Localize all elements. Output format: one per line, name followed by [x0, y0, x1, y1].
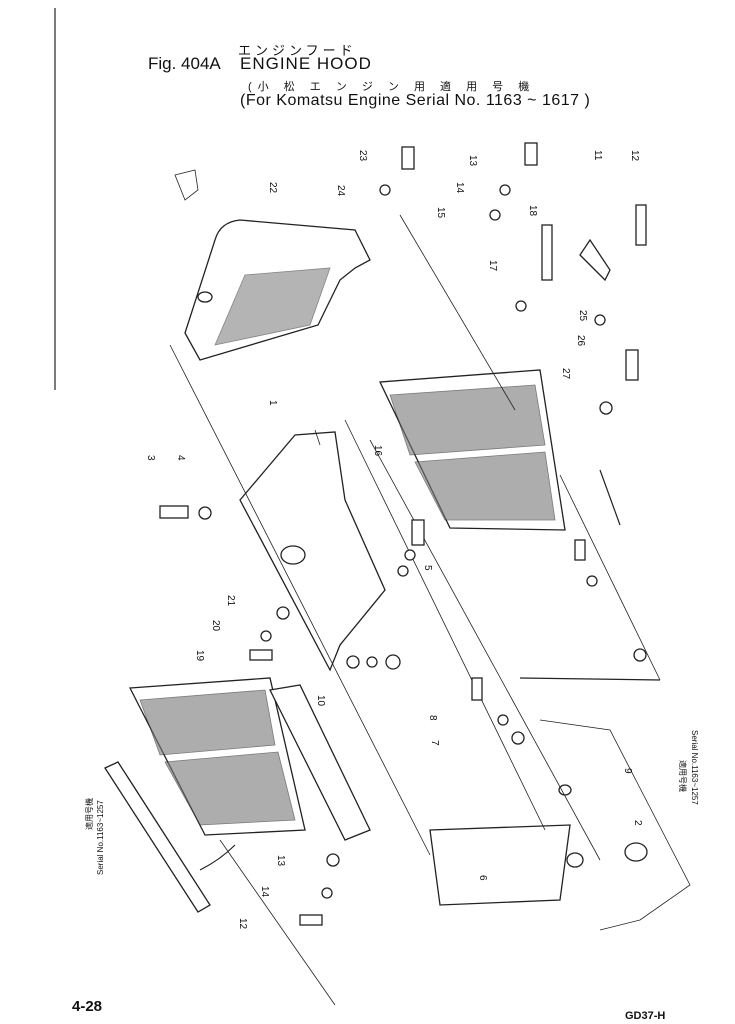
part-label: 20: [210, 620, 221, 632]
left-side-strip: [104, 761, 211, 913]
figure-subtitle: (For Komatsu Engine Serial No. 1163 ~ 16…: [240, 92, 591, 109]
figure-title: ENGINE HOOD: [240, 54, 372, 73]
right-serial-note: Serial No.1163~1257: [690, 730, 699, 805]
part-label: 14: [454, 182, 465, 194]
model-code: GD37-H: [625, 1010, 666, 1022]
part-labels: 23 24 22 13 14 15 18 17 11 12 25 26 27 1…: [145, 150, 643, 930]
part-label: 12: [629, 150, 640, 162]
chassis-outline: [169, 214, 661, 1006]
lower-side-panel: [429, 469, 661, 906]
hardware: [159, 142, 647, 926]
bottom-right-panel: [539, 719, 691, 931]
part-label: 3: [145, 455, 156, 461]
part-label: 7: [429, 740, 440, 746]
left-serial-note: Serial No.1163~1257: [96, 800, 105, 875]
part-label: 13: [275, 855, 286, 867]
part-label: 21: [225, 595, 236, 607]
part-label: 2: [632, 820, 643, 826]
figure-title-japanese: エンジンフード: [238, 43, 357, 58]
applicability-notes: Serial No.1163~1257 適用号機 Serial No.1163~…: [84, 730, 699, 875]
part-label: 26: [575, 335, 586, 347]
figure-subtitle-japanese: (小 松 エ ン ジ ン 用 適 用 号 機: [248, 81, 536, 93]
part-label: 5: [422, 565, 433, 571]
right-serial-note-jp: 適用号機: [678, 760, 688, 792]
main-hood-panel: [239, 429, 386, 672]
part-label: 9: [622, 768, 633, 774]
top-cowl: [174, 169, 371, 361]
part-label: 11: [592, 150, 603, 161]
part-label: 6: [477, 875, 488, 881]
part-label: 16: [372, 445, 383, 457]
part-label: 25: [577, 310, 588, 322]
part-label: 17: [487, 260, 498, 272]
part-label: 13: [467, 155, 478, 167]
part-label: 8: [427, 715, 438, 721]
part-label: 15: [435, 207, 446, 219]
figure-label: Fig. 404A: [148, 54, 221, 73]
page-number: 4-28: [72, 998, 103, 1015]
part-label: 23: [357, 150, 368, 162]
part-label: 10: [315, 695, 326, 707]
part-label: 12: [237, 918, 248, 930]
part-label: 24: [335, 185, 346, 197]
part-label: 19: [194, 650, 205, 662]
side-panel-right: [379, 369, 566, 531]
left-serial-note-jp: 適用号機: [84, 798, 94, 830]
part-label: 27: [560, 368, 571, 380]
part-label: 4: [175, 455, 186, 461]
front-grille: [128, 677, 306, 836]
part-label: 22: [267, 182, 278, 194]
side-bracket: [269, 684, 371, 841]
part-label: 18: [527, 205, 538, 217]
part-label: 14: [259, 886, 270, 898]
part-label: 1: [267, 400, 278, 406]
